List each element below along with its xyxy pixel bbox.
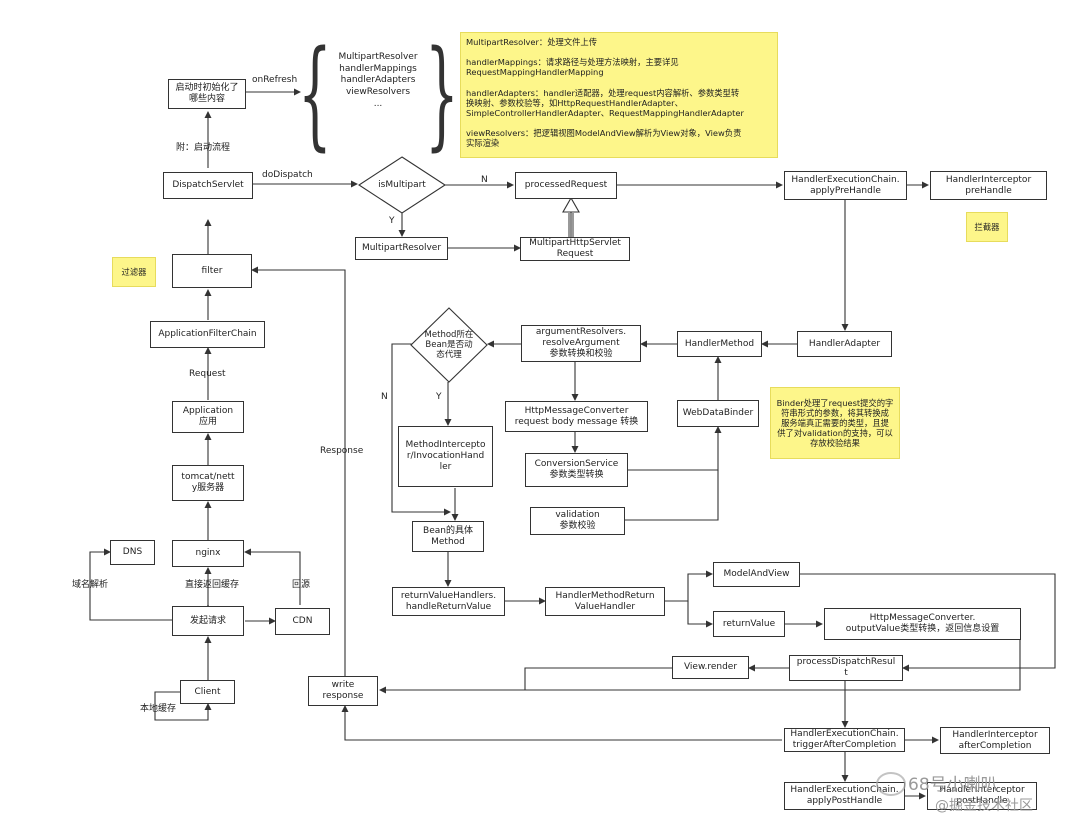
- domain-resolve-label: 域名解析: [72, 580, 109, 590]
- conversion-service-box: ConversionService 参数类型转换: [525, 453, 628, 487]
- watermark-logo-icon: [876, 772, 906, 796]
- on-refresh-label: onRefresh: [252, 75, 298, 85]
- return-value-box: returnValue: [713, 611, 785, 637]
- arrow-proxy-n: [391, 343, 451, 516]
- y-label-multipart: Y: [389, 216, 395, 226]
- trigger-after-completion-box: HandlerExecutionChain. triggerAfterCompl…: [784, 728, 905, 752]
- multipart-http-request-box: MultipartHttpServlet Request: [520, 237, 630, 261]
- arrow-to-model-view: [665, 570, 713, 602]
- arrow-render-to-write: [524, 667, 672, 690]
- origin-fetch-label: 回源: [292, 580, 311, 590]
- arrow-cdn-nginx: [244, 548, 301, 605]
- processed-request-box: processedRequest: [515, 172, 617, 199]
- right-brace: }: [425, 24, 459, 162]
- arrow-local-cache: [154, 691, 212, 721]
- handler-interceptor-post-box: HandlerInterceptor postHandle: [927, 782, 1037, 810]
- handler-execution-chain-pre-box: HandlerExecutionChain. applyPreHandle: [784, 171, 907, 200]
- left-brace: {: [298, 24, 332, 162]
- handler-method-return-value-handler-box: HandlerMethodReturn ValueHandler: [545, 587, 665, 616]
- direct-cache-label: 直接返回缓存: [185, 580, 240, 590]
- init-list-item: MultipartResolver: [338, 52, 418, 62]
- client-box: Client: [180, 680, 235, 704]
- init-question-box: 启动时初始化了 哪些内容: [168, 79, 246, 109]
- decision-diamond-proxy: [410, 307, 488, 383]
- process-dispatch-result-box: processDispatchResul t: [789, 655, 903, 681]
- nginx-box: nginx: [172, 540, 244, 567]
- note-filter: 过滤器: [112, 257, 156, 287]
- y-label-proxy: Y: [436, 392, 442, 402]
- arrow-validation-to-binder: [625, 470, 719, 521]
- note-top: MultipartResolver：处理文件上传 handlerMappings…: [460, 32, 778, 158]
- multipart-resolver-box: MultipartResolver: [355, 237, 448, 260]
- handler-interceptor-after-box: HandlerInterceptor afterCompletion: [940, 727, 1050, 754]
- bean-method-box: Bean的具体 Method: [412, 521, 484, 552]
- local-cache-label: 本地缓存: [140, 704, 177, 714]
- handler-adapter-box: HandlerAdapter: [797, 331, 892, 357]
- n-label-multipart: N: [481, 175, 488, 185]
- filter-box: filter: [172, 254, 252, 288]
- handler-interceptor-pre-box: HandlerInterceptor preHandle: [930, 171, 1047, 200]
- write-response-box: write response: [308, 676, 378, 706]
- cdn-box: CDN: [275, 608, 330, 635]
- send-request-box: 发起请求: [172, 606, 244, 636]
- model-and-view-box: ModelAndView: [713, 562, 800, 587]
- arrow-dns: [89, 548, 175, 621]
- do-dispatch-label: doDispatch: [262, 170, 313, 180]
- arrow-response: [251, 266, 346, 678]
- arrow-model-view-to-process: [800, 573, 1056, 672]
- decision-diamond-multipart: [357, 156, 447, 214]
- watermark-line-2: @掘金技术社区: [935, 798, 1033, 814]
- dispatch-servlet-box: DispatchServlet: [163, 172, 253, 199]
- dns-box: DNS: [110, 540, 155, 565]
- view-render-box: View.render: [672, 656, 749, 679]
- arrow-http-to-processed: [562, 196, 580, 240]
- note-interceptor: 拦截器: [966, 212, 1008, 242]
- return-value-handlers-box: returnValueHandlers. handleReturnValue: [392, 587, 505, 616]
- application-filter-chain-box: ApplicationFilterChain: [150, 321, 265, 348]
- arrow-trigger-to-write: [341, 705, 782, 741]
- init-list-item: ...: [373, 98, 383, 109]
- arrow-converter-out-to-write: [379, 624, 1021, 694]
- response-label: Response: [320, 446, 364, 456]
- init-list-item: handlerAdapters: [340, 75, 416, 86]
- request-label: Request: [189, 369, 226, 379]
- http-message-converter-out-box: HttpMessageConverter. outputValue类型转换，返回…: [824, 608, 1021, 640]
- web-data-binder-box: WebDataBinder: [677, 400, 759, 427]
- method-interceptor-box: MethodIntercepto r/InvocationHand ler: [398, 426, 493, 487]
- http-message-converter-in-box: HttpMessageConverter request body messag…: [505, 401, 648, 432]
- init-list-item: viewResolvers: [345, 87, 411, 98]
- n-label-proxy: N: [381, 392, 388, 402]
- handler-method-box: HandlerMethod: [677, 331, 762, 357]
- startup-flow-label: 附：启动流程: [176, 143, 231, 153]
- tomcat-box: tomcat/nett y服务器: [172, 465, 244, 501]
- init-list: MultipartResolver handlerMappings handle…: [328, 52, 428, 110]
- argument-resolvers-box: argumentResolvers. resolveArgument 参数转换和…: [521, 325, 641, 362]
- bean-proxy-label: Method所在 Bean是否动 态代理: [424, 329, 474, 361]
- init-list-item: handlerMappings: [339, 63, 417, 74]
- watermark-line-1: 68号小喇叭: [908, 775, 998, 795]
- arrow-to-return-value: [687, 601, 713, 628]
- is-multipart-label: isMultipart: [378, 179, 426, 190]
- application-box: Application 应用: [172, 401, 244, 433]
- arrow-conversion-to-binder: [628, 426, 722, 471]
- validation-box: validation 参数校验: [530, 507, 625, 535]
- note-binder: Binder处理了request提交的字 符串形式的参数，将其转换成 服务端真正…: [770, 387, 900, 459]
